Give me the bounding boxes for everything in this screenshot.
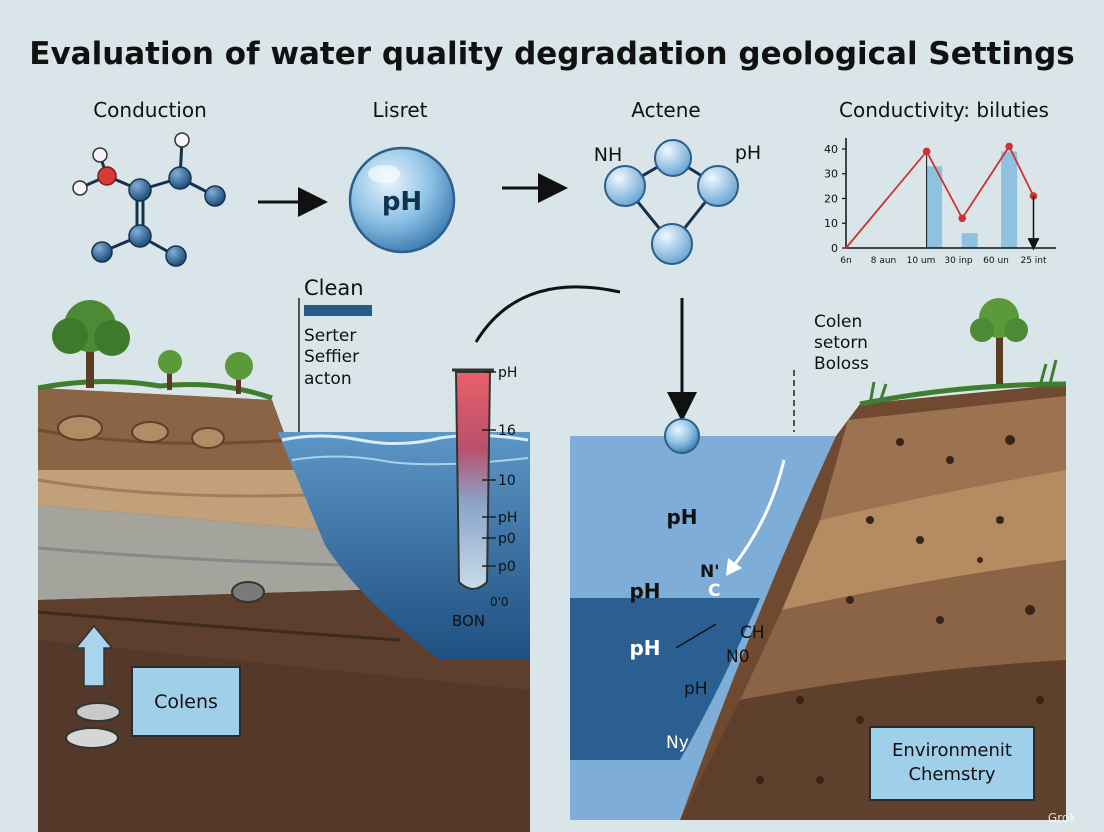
flow-curve	[730, 459, 786, 569]
tree-icon	[158, 350, 182, 390]
slope-label-5: pH	[684, 679, 708, 699]
diagram-title: Evaluation of water quality degradation …	[29, 36, 1074, 72]
heading-lisret: Lisret	[372, 98, 427, 122]
box-right-line-1: Environmenit	[892, 740, 1012, 761]
chart-ytick-label-4: 40	[824, 143, 838, 156]
right-note-line-2: setorn	[814, 333, 868, 353]
chart-point-3	[1005, 142, 1013, 151]
legend-swatch	[304, 305, 372, 316]
tube-label-5: p0	[498, 531, 516, 547]
heading-chart: Conductivity: biluties	[839, 98, 1049, 122]
chart-xtick-label-3: 30 inp	[944, 256, 973, 266]
colens-box-label: Colens	[154, 691, 218, 713]
tree-icon	[225, 352, 253, 394]
water-label-2: pH	[629, 579, 660, 603]
tree-icon	[52, 300, 130, 388]
pond-label-small: 0'0	[490, 595, 509, 609]
chart-point-2	[958, 214, 967, 223]
atom-group	[72, 132, 226, 267]
chart-ytick-label-0: 0	[831, 242, 838, 255]
environment-chemistry-box	[869, 726, 1035, 801]
chart-xtick-label-5: 25 int	[1020, 256, 1047, 266]
chart-ytick-label-1: 10	[824, 217, 838, 230]
chart-down-arrow-head	[1027, 238, 1040, 251]
chart-xtick-label-0: 6n	[840, 256, 851, 266]
soil-pebbles	[756, 435, 1044, 784]
slope-label-3: CH	[740, 623, 765, 643]
slope-label-2: C	[708, 581, 720, 601]
grass-icon	[868, 359, 1058, 405]
actene-label-left: NH	[594, 144, 623, 166]
chart-xtick-label-2: 10 um	[907, 256, 936, 266]
connector-curve	[474, 285, 621, 343]
bubble-label: pH	[382, 187, 422, 217]
up-arrow-icon	[74, 624, 114, 687]
heading-actene: Actene	[631, 98, 700, 122]
slope-pointer	[675, 623, 717, 649]
tube-label-4: pH	[498, 510, 517, 526]
right-note-line-3: Boloss	[814, 354, 869, 374]
chart-point-1	[922, 147, 931, 156]
box-right-line-2: Chemstry	[908, 764, 995, 785]
pond-label: BON	[452, 612, 485, 630]
water-label-1: pH	[666, 505, 697, 529]
tube-label-3: 10	[498, 473, 516, 489]
right-note-line-1: Colen	[814, 312, 862, 332]
tube-label-6: p0	[498, 559, 516, 575]
actene-atoms	[604, 139, 739, 265]
legend-line-1: Serter	[304, 326, 356, 346]
chart-ytick-label-3: 30	[824, 168, 838, 181]
chart-bar-2	[1001, 151, 1018, 248]
tube-label-1: pH	[498, 365, 517, 381]
chart-ytick-label-2: 20	[824, 192, 838, 205]
chart-xtick-label-4: 60 un	[983, 256, 1009, 266]
slope-label-4: N0	[726, 647, 750, 667]
slope-label-1: N'	[700, 562, 719, 582]
actene-label-right: pH	[735, 142, 761, 164]
heading-conduction: Conduction	[93, 98, 207, 122]
watermark: Grok	[1048, 811, 1076, 825]
legend-line-3: acton	[304, 369, 352, 389]
tube-ticks	[482, 371, 496, 567]
chart-bar-1	[961, 233, 978, 248]
legend-line-2: Seffier	[304, 347, 359, 367]
tree-icon	[970, 298, 1028, 384]
bubble-highlight	[368, 165, 400, 183]
tube-label-2: 16	[498, 423, 516, 439]
flow-arrowhead	[726, 558, 742, 576]
conductivity-chart: 0 10 20 30 40 6n 8 aun 10 um 30 inp 60 un 25 int	[824, 138, 1056, 266]
chart-bar-0	[926, 166, 943, 248]
colens-box	[131, 666, 241, 737]
water-droplet	[664, 418, 700, 454]
chart-xtick-label-1: 8 aun	[871, 256, 897, 266]
water-label-3: pH	[629, 636, 660, 660]
slope-label-6: Ny	[666, 733, 689, 753]
test-tube	[454, 371, 492, 590]
legend-title: Clean	[304, 276, 364, 300]
